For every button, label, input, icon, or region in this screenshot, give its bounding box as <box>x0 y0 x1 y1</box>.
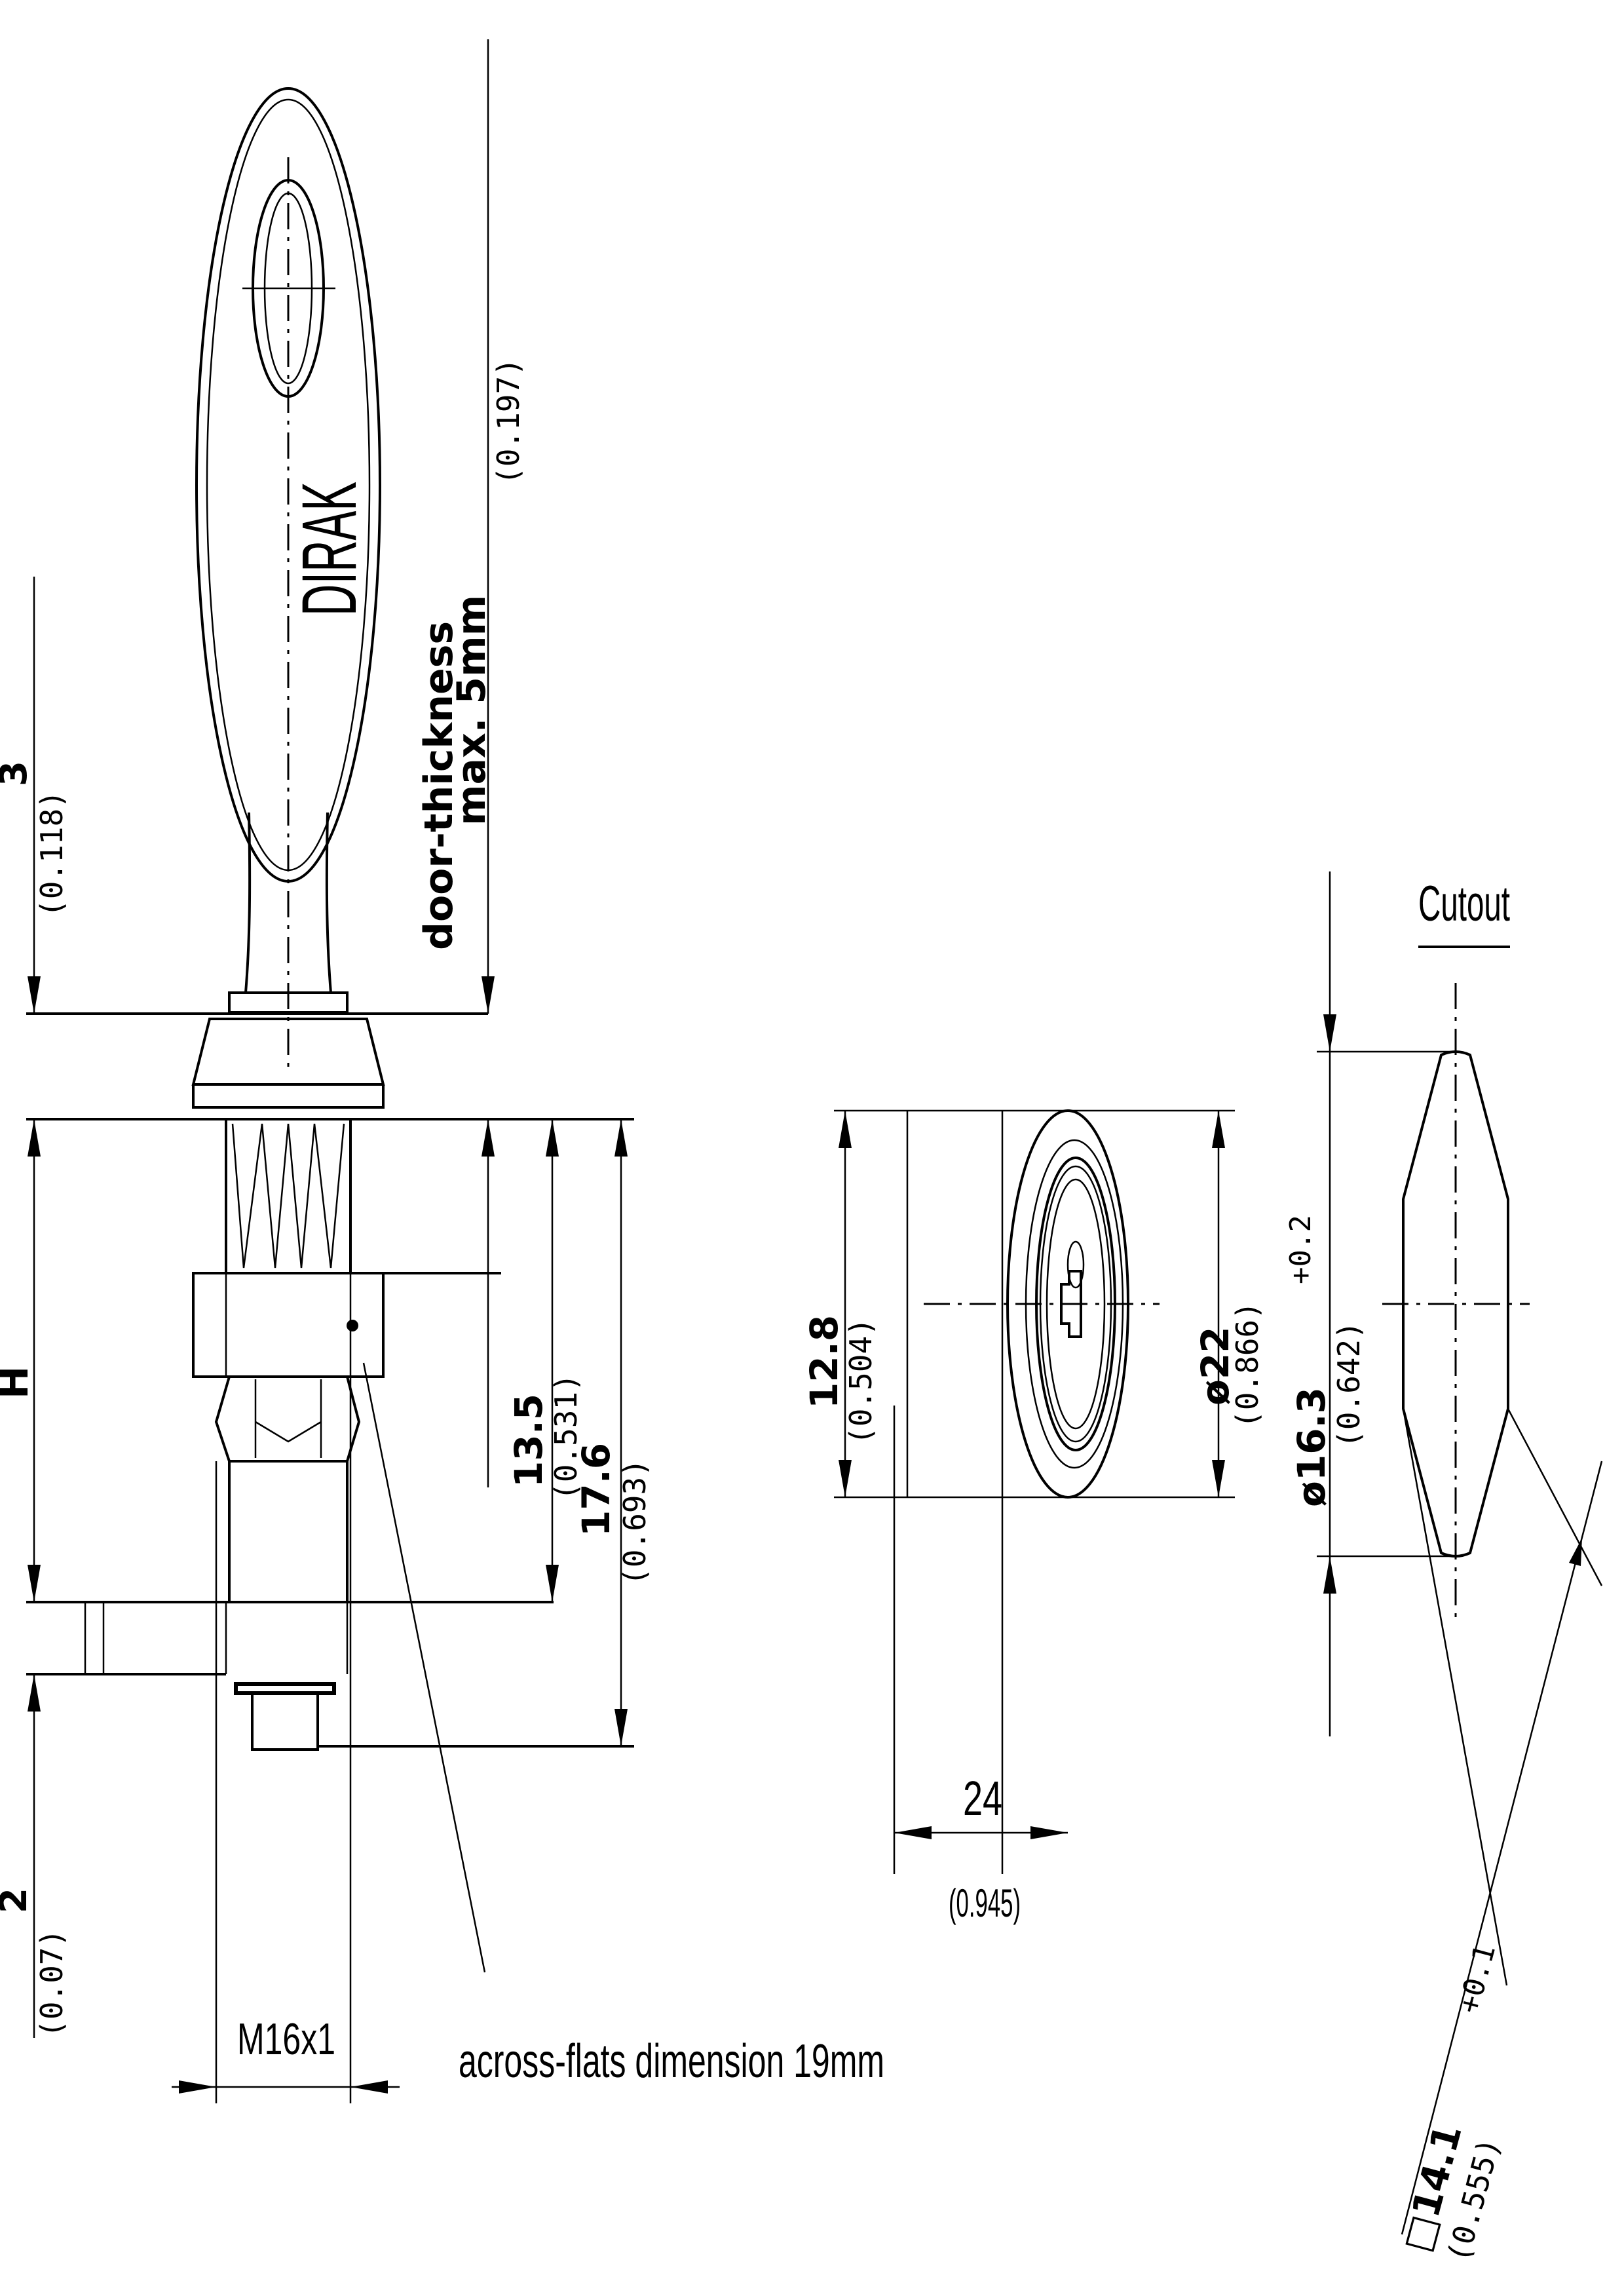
dim-141-ext <box>1402 1408 1508 1986</box>
arrow <box>1212 1460 1225 1497</box>
door-thickness-max-label: max. 5mm <box>449 595 495 826</box>
threaded-body <box>228 1460 349 1603</box>
dim-22-inch: (0.866) <box>1230 1301 1265 1428</box>
door-thickness-label: door-thickness <box>416 621 462 950</box>
dim-141-tol: +0.1 <box>1452 1941 1502 2017</box>
dim-3-label: 3 <box>0 761 35 786</box>
side-view: DIRAK door-thickness max. 5mm (0.197) 3 … <box>0 39 884 2103</box>
dim-2-inch: (0.07) <box>34 1929 69 2038</box>
dim-135-label: 13.5 <box>506 1394 551 1487</box>
arrow <box>546 1119 559 1157</box>
brand-label: DIRAK <box>286 482 373 616</box>
arrow <box>28 976 41 1014</box>
dim-h-label: H <box>0 1366 37 1399</box>
arrow <box>839 1111 852 1148</box>
arrow <box>1323 1014 1336 1052</box>
arrow <box>482 976 495 1014</box>
arrow <box>614 1709 628 1746</box>
dim-135-inch: (0.531) <box>548 1373 584 1501</box>
nut-marker-dot <box>347 1320 358 1331</box>
thread-label: M16x1 <box>237 2014 335 2064</box>
dim-141-ext-right <box>1507 1408 1603 1586</box>
dim-128-label: 12.8 <box>802 1315 846 1409</box>
hex-nut <box>192 1272 385 1378</box>
dim-24-label: 24 <box>963 1771 1002 1826</box>
dim-3-inch: (0.118) <box>34 790 69 917</box>
cutout-title: Cutout <box>1418 876 1510 932</box>
arrow <box>28 1674 41 1712</box>
lower-hex-chamfer <box>255 1421 322 1443</box>
arrow <box>350 2080 388 2094</box>
front-view: 12.8 (0.504) ø22 (0.866) 24 (0.945) <box>802 1109 1265 1925</box>
keyway-top <box>1067 1240 1085 1289</box>
arrow <box>1569 1538 1582 1566</box>
washer <box>234 1682 336 1695</box>
arrow <box>28 1119 41 1157</box>
arrow <box>179 2080 216 2094</box>
dim-176-inch: (0.693) <box>617 1459 652 1586</box>
arrow <box>482 1119 495 1157</box>
cylinder-cap-base <box>192 1084 385 1109</box>
across-flats-leader <box>362 1362 486 1973</box>
arrow <box>614 1119 628 1157</box>
dim-22-label: ø22 <box>1193 1326 1237 1406</box>
arrow <box>839 1460 852 1497</box>
door-thickness-inch: (0.197) <box>491 358 526 485</box>
dim-141-line <box>1401 1461 1603 2235</box>
dim-128-inch: (0.504) <box>843 1318 878 1445</box>
dim-24-inch: (0.945) <box>949 1881 1021 1925</box>
body-thread-left <box>231 1123 290 1269</box>
dim-176-label: 17.6 <box>574 1443 618 1537</box>
arrow <box>1323 1556 1336 1594</box>
arrow <box>1030 1826 1068 1839</box>
arrow <box>546 1565 559 1602</box>
cutout-view: Cutout ø16.3 +0.2 (0.642) □14.1 +0.1 (0.… <box>1284 871 1603 2266</box>
dim-163-inch: (0.642) <box>1331 1321 1367 1448</box>
across-flats-label: across-flats dimension 19mm <box>459 2035 884 2088</box>
body-thread-right <box>287 1123 345 1269</box>
cam-screw <box>251 1692 319 1751</box>
arrow <box>28 1565 41 1602</box>
front-key-face <box>1046 1178 1106 1430</box>
dim-163-tol: +0.2 <box>1284 1215 1317 1284</box>
dim-163-label: ø16.3 <box>1289 1387 1334 1507</box>
dim-2-label: 2 <box>0 1888 35 1913</box>
arrow <box>894 1826 932 1839</box>
lower-hex <box>214 1376 361 1463</box>
arrow <box>1212 1111 1225 1148</box>
